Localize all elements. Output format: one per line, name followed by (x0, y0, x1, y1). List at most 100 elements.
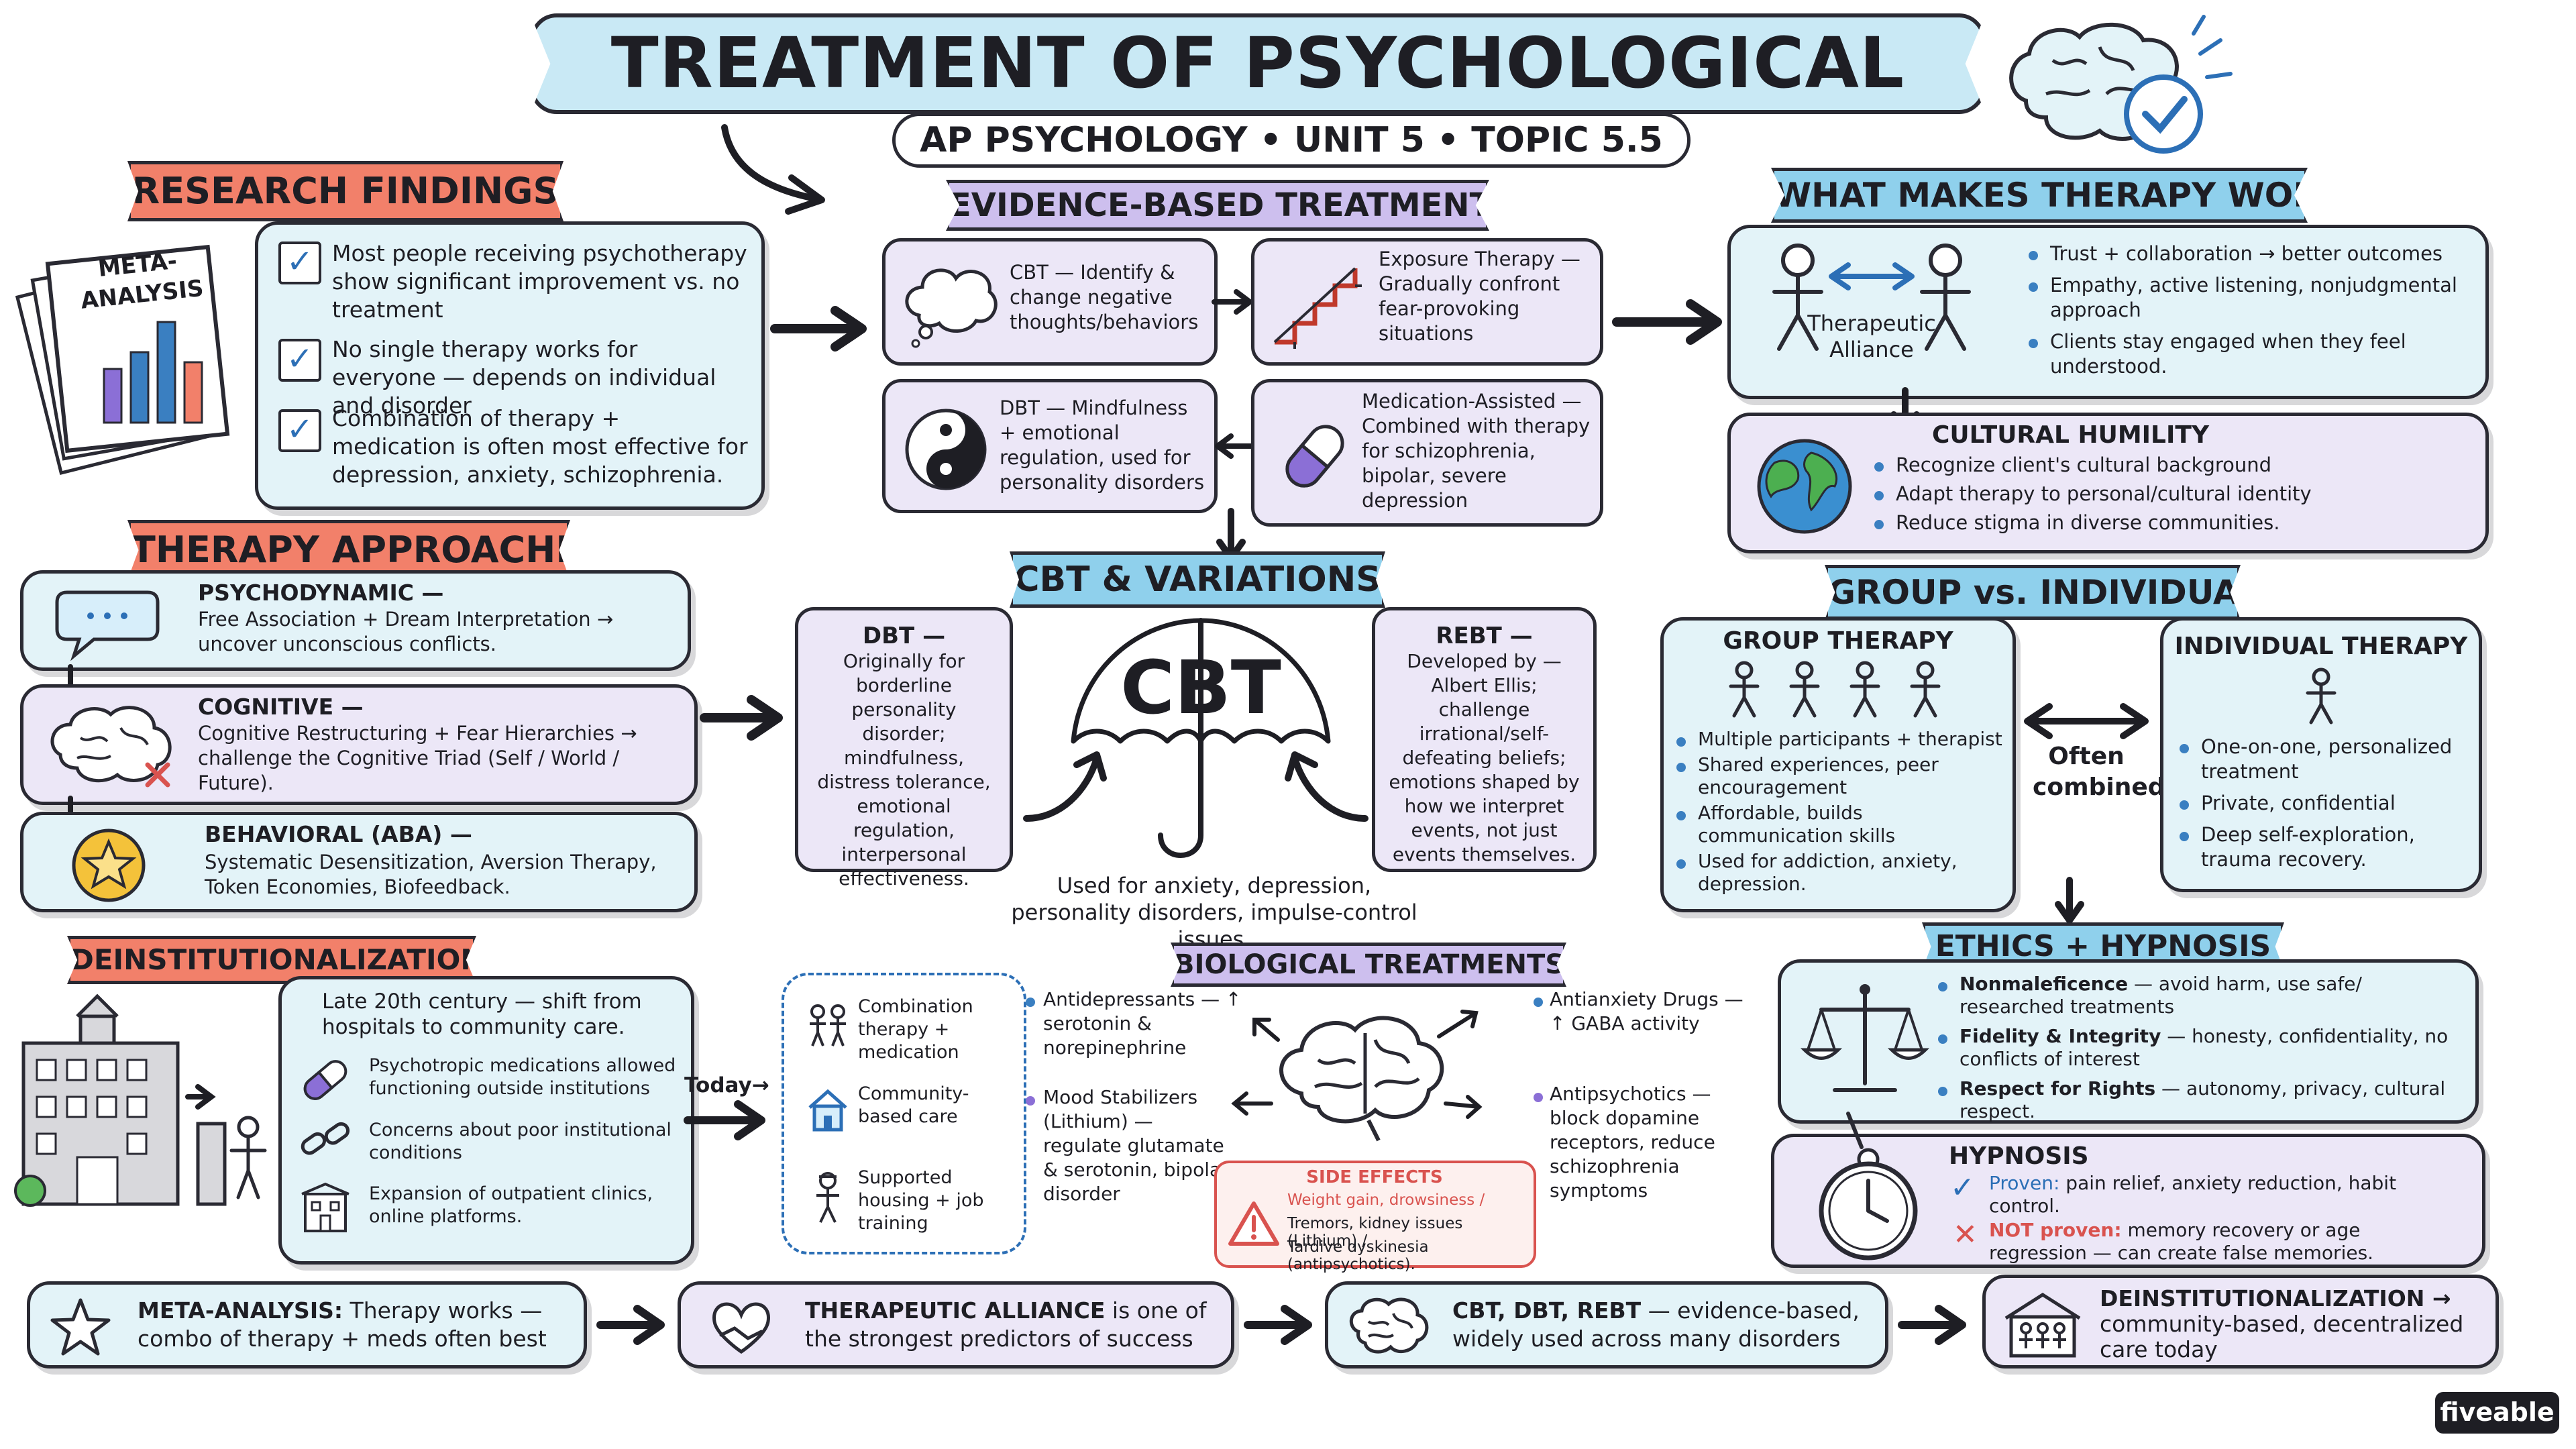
list-item: Clients stay engaged when they feel unde… (2026, 329, 2482, 379)
not-proven-label: NOT proven: (1989, 1219, 2122, 1241)
umbrella-icon (1071, 618, 1331, 858)
summary-rest: community-based, decentralized care toda… (2100, 1311, 2464, 1362)
proven-text: pain relief, anxiety reduction, habit co… (1989, 1172, 2397, 1217)
today-item-2: Community-based care (858, 1083, 969, 1127)
arrow-right-icon (770, 306, 867, 352)
summary-text-4: DEINSTITUTIONALIZATION → community-based… (2100, 1286, 2489, 1362)
group-banner: GROUP vs. INDIVIDUAL (1825, 565, 2241, 620)
brain-icon (1349, 1297, 1429, 1354)
summary-text-3: CBT, DBT, REBT — evidence-based, widely … (1452, 1297, 1875, 1353)
arrow-right-icon (700, 695, 783, 741)
research-item-3: Combination of therapy + medication is o… (332, 405, 748, 488)
works-panel: Therapeutic Alliance Trust + collaborati… (1727, 225, 2489, 399)
summary-card-1: META-ANALYSIS: Therapy works — combo of … (27, 1281, 587, 1368)
summary-card-4: DEINSTITUTIONALIZATION → community-based… (1982, 1275, 2499, 1368)
deinst-panel: Late 20th century — shift from hospitals… (278, 976, 694, 1265)
cognitive-panel: COGNITIVE — Cognitive Restructuring + Fe… (20, 684, 698, 805)
person-icon (2306, 667, 2337, 724)
handshake-heart-icon (712, 1302, 770, 1354)
pill-icon (303, 1060, 347, 1100)
today-label: Today→ (684, 1073, 769, 1097)
summary-bold: THERAPEUTIC ALLIANCE (805, 1297, 1106, 1324)
research-item-1: Most people receiving psychotherapy show… (332, 240, 747, 323)
list-item: Trust + collaboration → better outcomes (2026, 241, 2482, 266)
check-icon: ✓ (278, 409, 321, 452)
broken-chain-icon (301, 1122, 350, 1155)
ethics-text: — honesty, confidentiality, no conflicts… (1960, 1025, 2449, 1070)
cbt-dbt-title: DBT — (862, 623, 946, 649)
brain-check-icon (2009, 15, 2233, 154)
brain-icon (50, 706, 172, 788)
ethics-list: Nonmaleficence — avoid harm, use safe/ r… (1935, 973, 2465, 1130)
ebt-exposure-card: Exposure Therapy — Gradually confront fe… (1251, 238, 1603, 366)
list-item: Adapt therapy to personal/cultural ident… (1872, 482, 2462, 506)
x-icon: ✕ (1953, 1218, 1978, 1252)
scales-icon (1800, 984, 1930, 1092)
cbt-dbt-text: Originally for borderline personality di… (817, 650, 991, 890)
today-item-3: Supported housing + job training (858, 1167, 984, 1234)
summary-text-2: THERAPEUTIC ALLIANCE is one of the stron… (805, 1297, 1221, 1353)
pill-icon (1285, 425, 1344, 488)
ebt-dbt-card: DBT — Mindfulness + emotional regulation… (882, 379, 1218, 513)
deinst-item-3: Expansion of outpatient clinics, online … (369, 1183, 653, 1227)
check-icon: ✓ (278, 241, 321, 284)
stairs-icon (1273, 267, 1362, 349)
bio-antipsychotics: Antipsychotics — block dopamine receptor… (1550, 1083, 1715, 1201)
bio-antidepressants: Antidepressants — ↑ serotonin & norepine… (1043, 988, 1242, 1059)
ebt-medication-text: Medication-Assisted — Combined with ther… (1362, 390, 1591, 512)
alliance-label-1: Therapeutic (1807, 311, 1936, 336)
meta-analysis-icon (15, 244, 230, 476)
group-panel: GROUP THERAPY Multiple participants + th… (1660, 617, 2016, 912)
side-effects-line-1: Weight gain, drowsiness / (1287, 1191, 1485, 1209)
two-people-icon (1772, 244, 1971, 351)
title-arrow (721, 124, 825, 215)
check-icon: ✓ (1950, 1171, 1975, 1205)
hypnosis-title: HYPNOSIS (1949, 1142, 2089, 1170)
arrow-right-icon (596, 1305, 665, 1345)
globe-icon (1757, 439, 1852, 534)
arrow-left-icon (1023, 751, 1107, 822)
hypnosis-proven: Proven: pain relief, anxiety reduction, … (1989, 1172, 2459, 1218)
list-item: Shared experiences, peer encouragement (1674, 753, 2009, 799)
bullet-dot (1534, 1093, 1543, 1102)
today-item-1: Combination therapy + medication (858, 996, 973, 1063)
arrow-right-icon (1212, 289, 1252, 315)
psychodynamic-panel: PSYCHODYNAMIC — Free Association + Dream… (20, 570, 691, 671)
behavioral-text: Systematic Desensitization, Aversion The… (205, 851, 657, 898)
ebt-cbt-text: CBT — Identify & change negative thought… (1010, 261, 1199, 333)
summary-card-3: CBT, DBT, REBT — evidence-based, widely … (1325, 1281, 1888, 1368)
people-pair-icon (810, 1004, 846, 1046)
arrow-left-icon (1215, 433, 1256, 459)
speech-bubble-icon (55, 590, 160, 661)
cognitive-title: COGNITIVE — (198, 694, 364, 720)
thought-cloud-icon (905, 268, 998, 348)
ebt-exposure-text: Exposure Therapy — Gradually confront fe… (1379, 248, 1580, 345)
behavioral-panel: BEHAVIORAL (ABA) — Systematic Desensitiz… (20, 812, 698, 912)
list-item: Fidelity & Integrity — honesty, confiden… (1935, 1025, 2465, 1071)
bio-mood-stabilizers: Mood Stabilizers (Lithium) — regulate gl… (1043, 1086, 1229, 1205)
ethics-text: — autonomy, privacy, cultural respect. (1960, 1077, 2446, 1122)
warning-icon (1228, 1201, 1279, 1246)
cbt-variations-banner: CBT & VARIATIONS (1010, 551, 1385, 608)
ethics-text: — avoid harm, use safe/ researched treat… (1960, 973, 2362, 1018)
side-effects-title: SIDE EFFECTS (1306, 1167, 1443, 1187)
humility-panel: CULTURAL HUMILITY Recognize client's cul… (1727, 413, 2489, 553)
side-effects-line-3: Tardive dyskinesia (antipsychotics). (1287, 1238, 1429, 1273)
bullet-dot (1534, 998, 1543, 1007)
summary-text-1: META-ANALYSIS: Therapy works — combo of … (138, 1297, 574, 1353)
alliance-label-2: Alliance (1829, 337, 1914, 362)
summary-bold: META-ANALYSIS: (138, 1297, 343, 1324)
house-icon (808, 1089, 847, 1132)
list-item: Private, confidential (2177, 791, 2472, 816)
fiveable-logo: fiveable (2435, 1392, 2559, 1434)
summary-bold: DEINSTITUTIONALIZATION → (2100, 1285, 2451, 1311)
list-item: Nonmaleficence — avoid harm, use safe/ r… (1935, 973, 2465, 1018)
list-item: Recognize client's cultural background (1872, 453, 2462, 478)
group-list: Multiple participants + therapist Shared… (1674, 728, 2009, 898)
individual-list: One-on-one, personalized treatment Priva… (2177, 735, 2472, 879)
list-item: Reduce stigma in diverse communities. (1872, 511, 2462, 535)
summary-rest: Therapy works — combo of therapy + meds … (138, 1297, 547, 1352)
community-icon (2004, 1293, 2081, 1358)
research-banner: RESEARCH FINDINGS (127, 161, 564, 221)
list-item: One-on-one, personalized treatment (2177, 735, 2472, 784)
